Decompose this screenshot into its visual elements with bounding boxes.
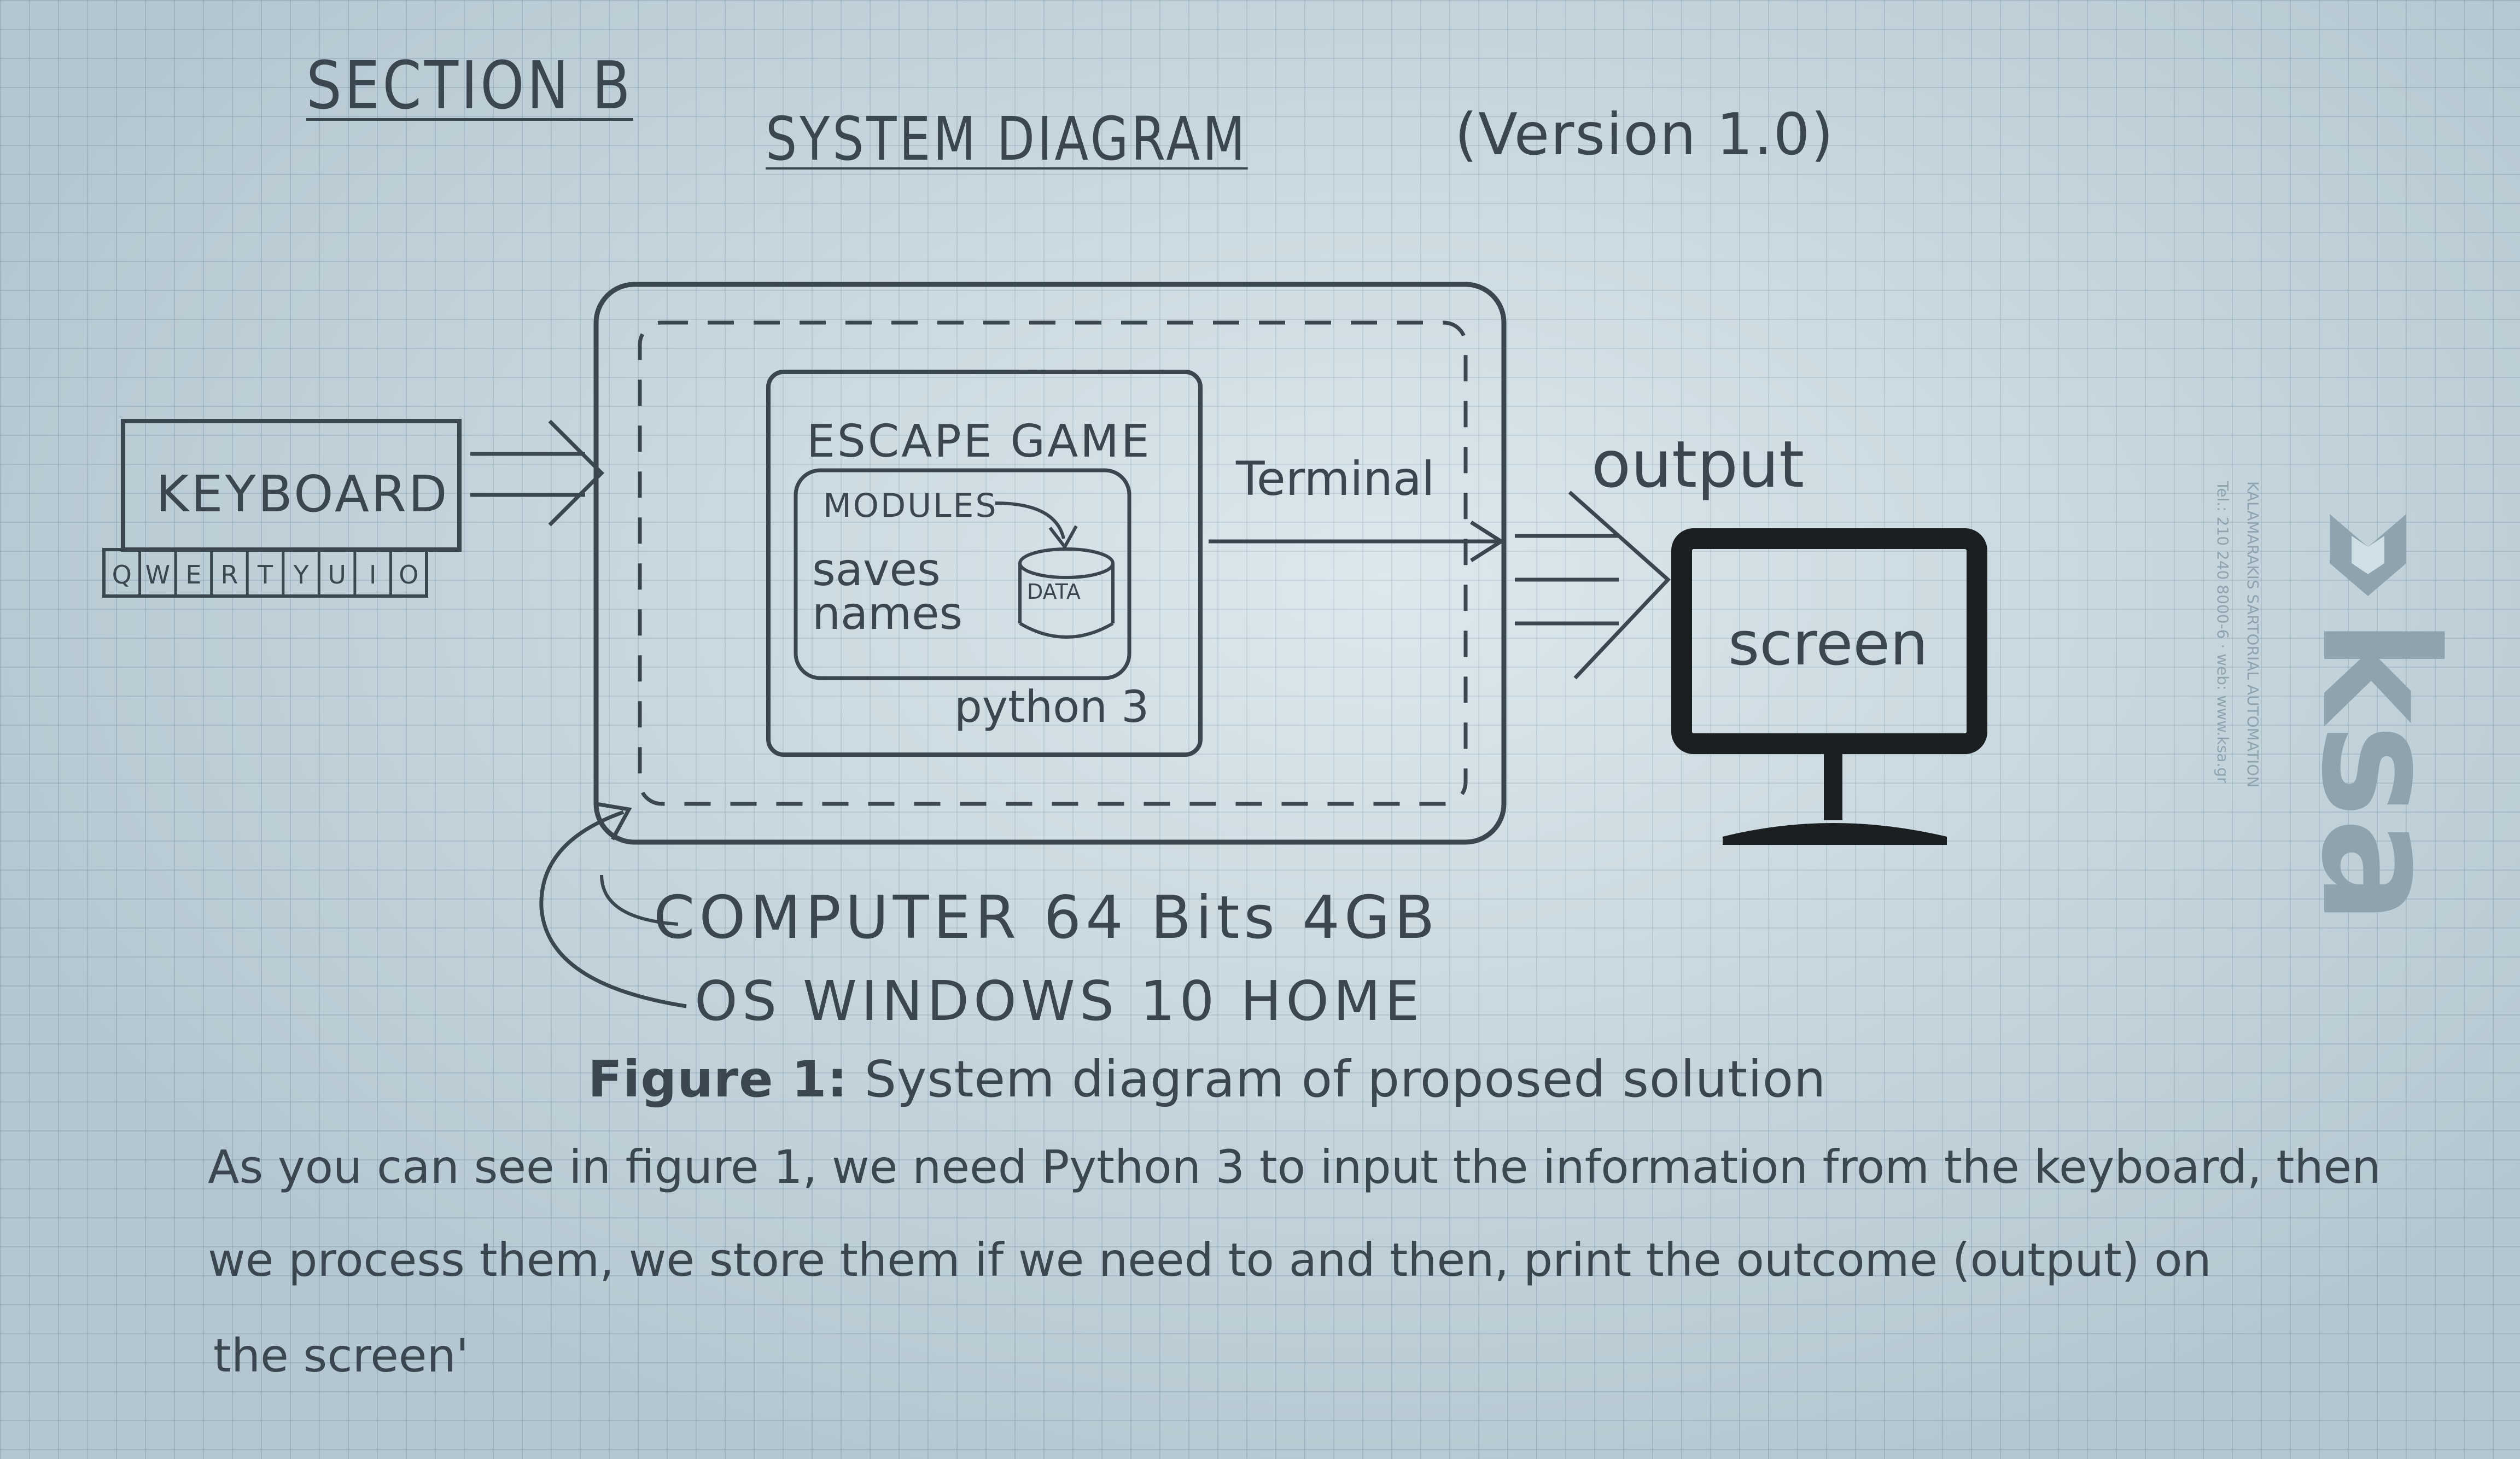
escape-game-box <box>766 370 1203 757</box>
computer-box <box>593 282 1507 845</box>
figure-caption: Figure 1: System diagram of proposed sol… <box>588 1050 1826 1108</box>
keyboard-key-label: E <box>185 560 201 590</box>
output-label: output <box>1591 427 1804 502</box>
keyboard-key-label: I <box>369 560 377 590</box>
os-pointer-arrow <box>539 802 687 1008</box>
os-label: OS WINDOWS 10 HOME <box>695 969 1424 1033</box>
section-heading: SECTION B <box>306 48 633 124</box>
keyboard-key-label: U <box>328 560 346 590</box>
modules-box <box>794 468 1131 680</box>
computer-label: COMPUTER 64 Bits 4GB <box>654 884 1439 952</box>
output-arrow <box>1515 491 1671 680</box>
data-label: DATA <box>1027 580 1081 604</box>
figure-caption-text: System diagram of proposed solution <box>864 1050 1827 1108</box>
body-text-line-2: we process them, we store them if we nee… <box>208 1233 2212 1287</box>
data-cylinder-icon <box>1018 547 1115 639</box>
body-text-line-1: As you can see in figure 1, we need Pyth… <box>208 1140 2381 1194</box>
saves-label: saves <box>812 544 941 596</box>
ksa-logo-line2: Tel.: 210 240 8000-6 · web: www.ksa.gr <box>2214 481 2232 784</box>
keyboard-key-label: Y <box>293 560 310 590</box>
escape-game-label: ESCAPE GAME <box>807 416 1152 468</box>
keyboard-key-label: Q <box>112 560 132 590</box>
monitor-icon <box>1671 528 1987 845</box>
keyboard-icon <box>102 419 462 598</box>
ksa-logo-line1: KALAMARAKIS SARTORIAL AUTOMATION <box>2244 481 2262 787</box>
os-box <box>638 320 1468 806</box>
modules-to-data-arrow <box>995 501 1065 539</box>
terminal-arrow <box>1209 521 1505 562</box>
ksa-logo-mark-icon <box>2330 514 2406 596</box>
diagram-title: SYSTEM DIAGRAM <box>766 104 1248 174</box>
ksa-logo: ksa KALAMARAKIS SARTORIAL AUTOMATION Tel… <box>2214 481 2471 925</box>
names-label: names <box>812 588 962 640</box>
body-text-line-3: the screen' <box>213 1329 469 1382</box>
keyboard-key-label: T <box>257 560 273 590</box>
keyboard-label: KEYBOARD <box>156 465 450 523</box>
modules-label: MODULES <box>823 487 998 525</box>
python-label: python 3 <box>954 681 1149 732</box>
screen-label: screen <box>1728 609 1928 679</box>
keyboard-key-label: O <box>399 560 418 590</box>
keyboard-key-label: R <box>220 560 238 590</box>
terminal-label: Terminal <box>1235 452 1434 506</box>
version-label: (Version 1.0) <box>1455 101 1835 168</box>
ksa-logo-brand: ksa <box>2286 618 2471 925</box>
keyboard-key-label: W <box>145 560 170 590</box>
keyboard-to-computer-arrow <box>470 419 604 527</box>
figure-caption-label: Figure 1: <box>588 1050 848 1108</box>
